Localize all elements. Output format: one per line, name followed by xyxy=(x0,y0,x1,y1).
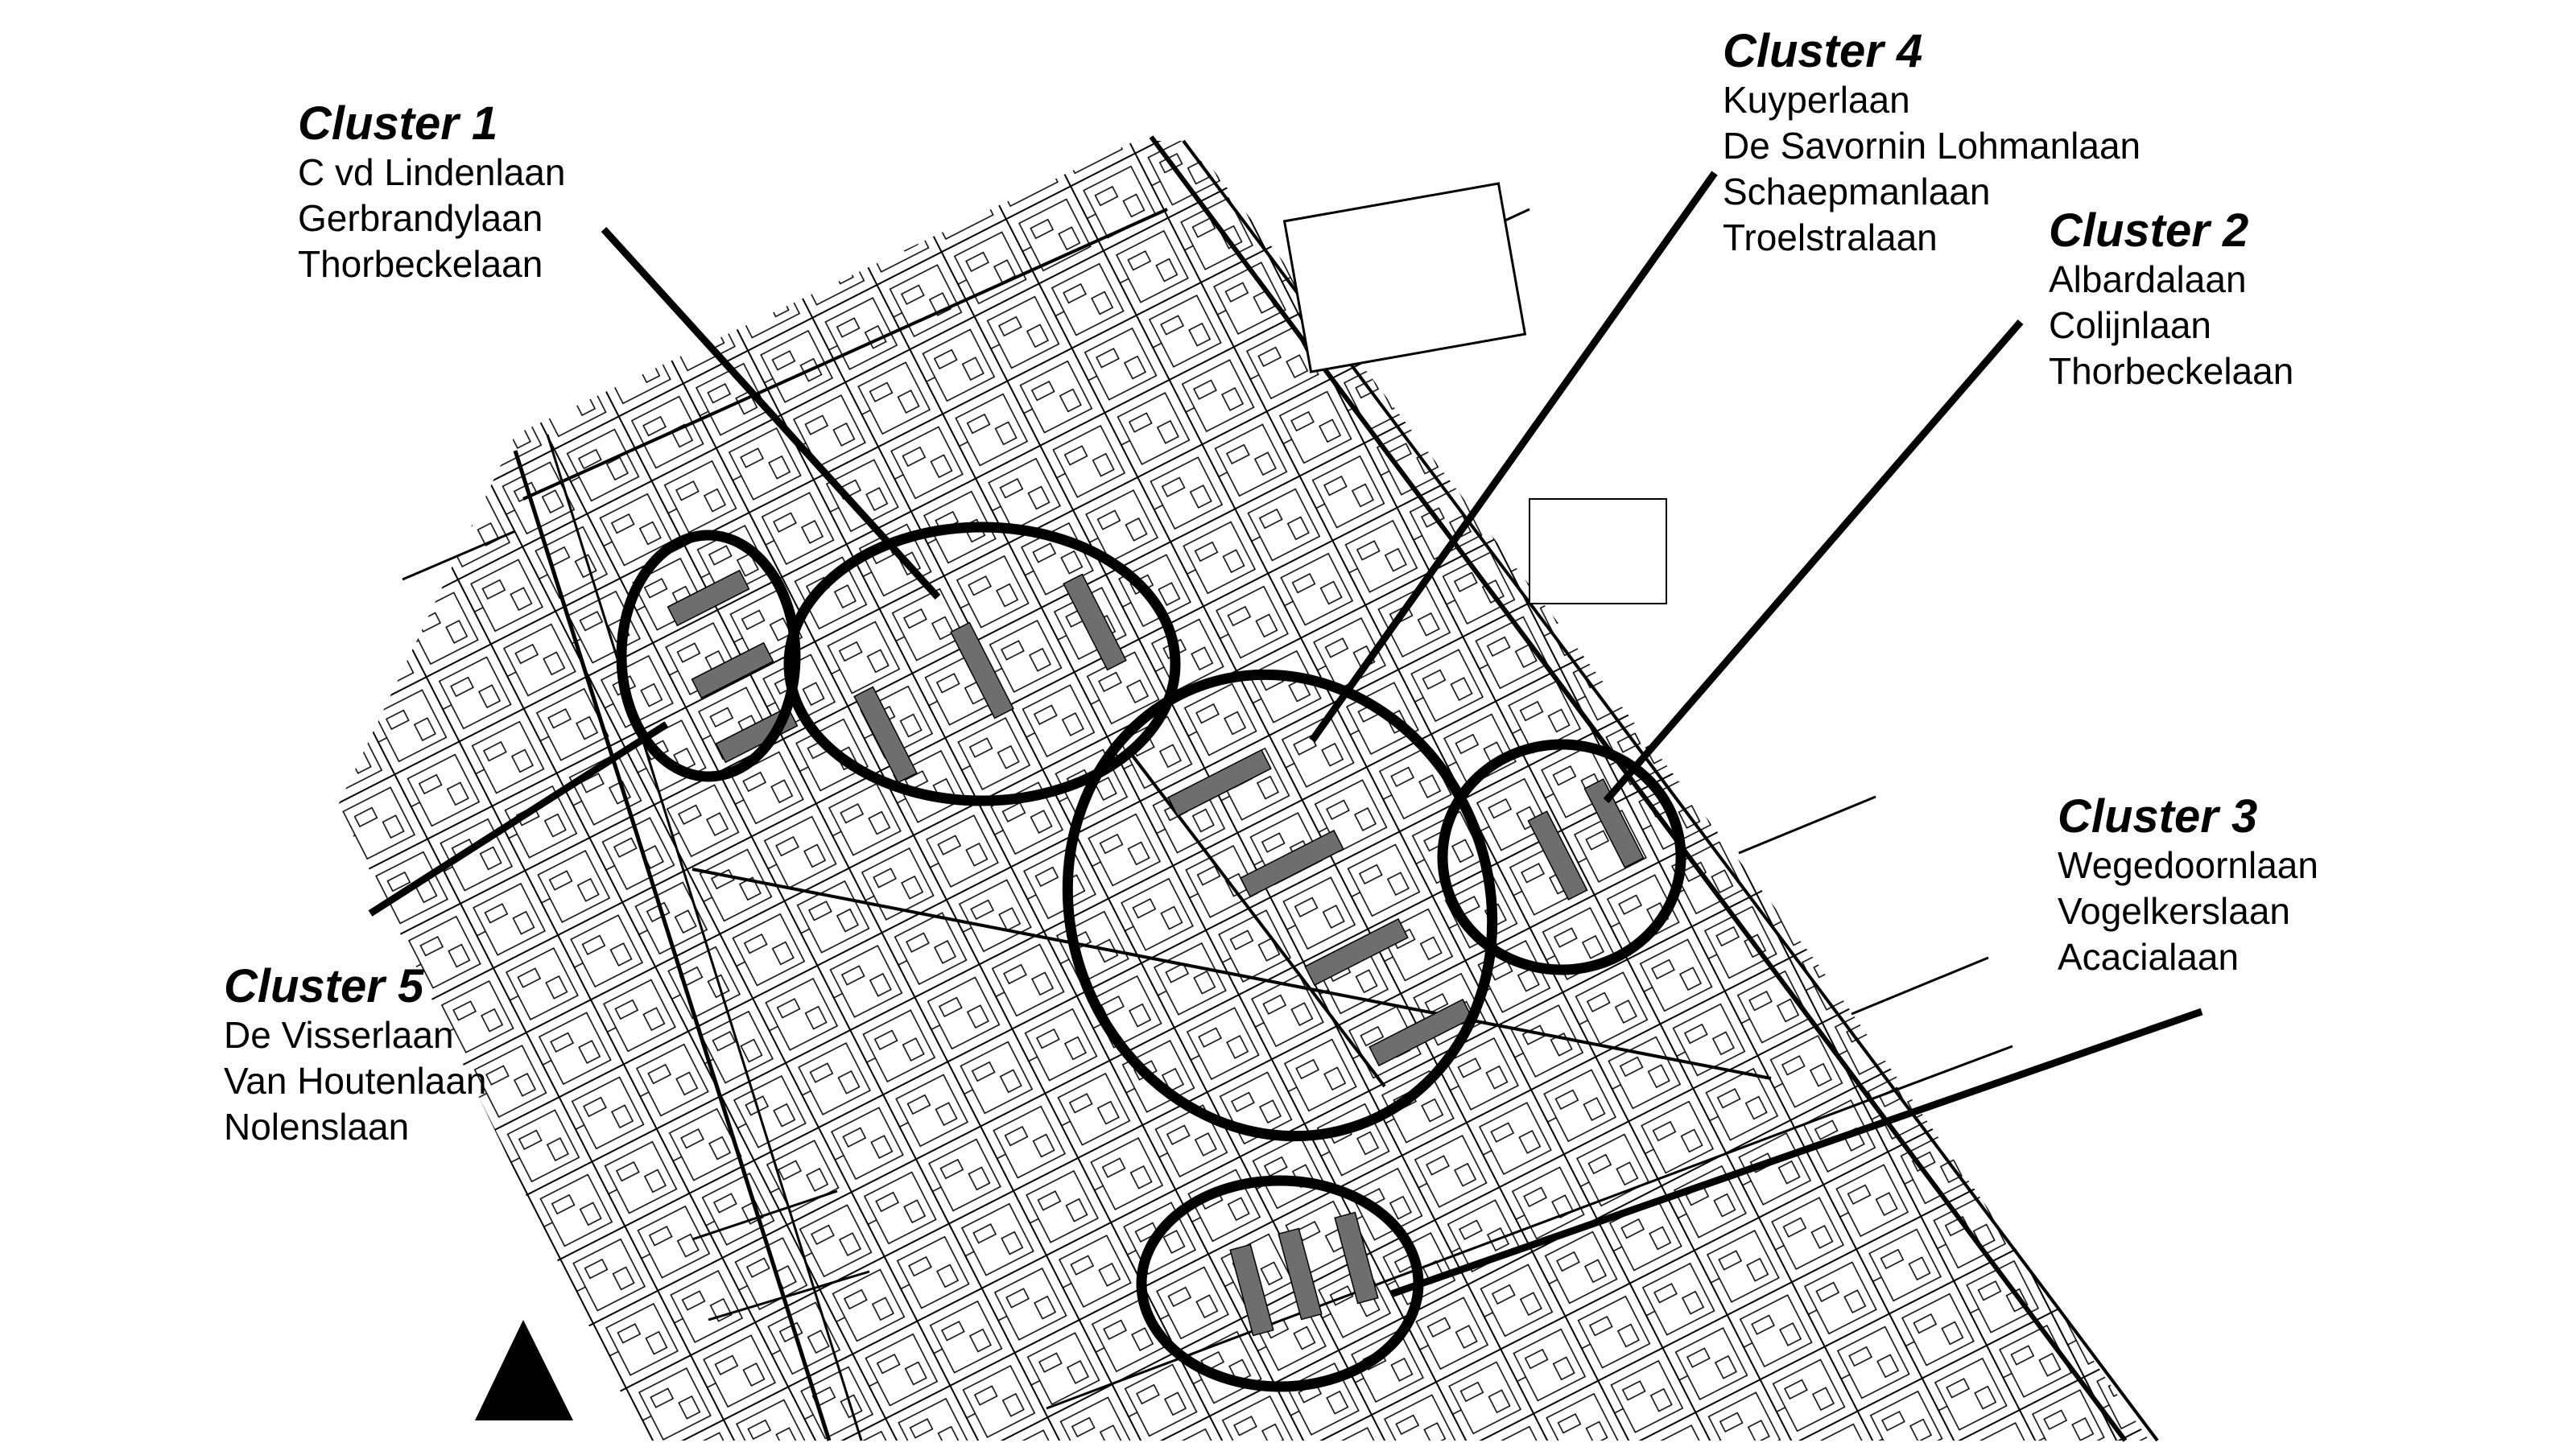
street-name: Van Houtenlaan xyxy=(224,1060,487,1102)
street-name: Thorbeckelaan xyxy=(298,243,543,285)
cluster-3-label: Cluster 3 Wegedoornlaan Vogelkerslaan Ac… xyxy=(2058,791,2318,980)
street-name: Nolenslaan xyxy=(224,1106,410,1148)
cluster-1-outline xyxy=(783,521,1181,806)
street-name: Albardalaan xyxy=(2049,258,2247,300)
cluster-4-leader xyxy=(1309,171,1718,743)
cluster-2-outline xyxy=(1437,739,1686,975)
street-name: De Visserlaan xyxy=(224,1014,454,1056)
cluster-5-label: Cluster 5 De Visserlaan Van Houtenlaan N… xyxy=(224,961,487,1150)
cluster-1-leader xyxy=(601,226,941,600)
street-name: Gerbrandylaan xyxy=(298,197,543,239)
cluster-1-label: Cluster 1 C vd Lindenlaan Gerbrandylaan … xyxy=(298,98,565,287)
cluster-1-title: Cluster 1 xyxy=(298,97,498,150)
north-arrow-icon xyxy=(475,1320,573,1420)
leader-lines xyxy=(368,171,2203,1298)
cluster-outlines xyxy=(616,521,1686,1392)
highlighted-buildings xyxy=(667,569,1645,1337)
cluster-5-outline xyxy=(616,530,801,782)
street-name: Vogelkerslaan xyxy=(2058,890,2290,932)
street-name: Schaepmanlaan xyxy=(1723,171,1991,212)
cluster-3-title: Cluster 3 xyxy=(2058,790,2258,843)
street-name: Wegedoornlaan xyxy=(2058,844,2318,886)
cluster-2-label: Cluster 2 Albardalaan Colijnlaan Thorbec… xyxy=(2049,205,2293,394)
cluster-5-title: Cluster 5 xyxy=(224,960,424,1012)
street-name: C vd Lindenlaan xyxy=(298,151,566,193)
street-name: Acacialaan xyxy=(2058,936,2240,978)
cluster-2-leader xyxy=(1603,319,2024,803)
street-name: Kuyperlaan xyxy=(1723,79,1910,121)
cluster-4-title: Cluster 4 xyxy=(1723,25,1923,77)
cluster-4-label: Cluster 4 Kuyperlaan De Savornin Lohmanl… xyxy=(1723,26,2140,261)
cluster-2-title: Cluster 2 xyxy=(2049,204,2249,257)
street-name: De Savornin Lohmanlaan xyxy=(1723,125,2141,167)
street-name: Troelstralaan xyxy=(1723,216,1938,258)
cluster-4-outline xyxy=(1062,669,1498,1142)
map-linework xyxy=(338,135,2159,1442)
street-name: Thorbeckelaan xyxy=(2049,350,2294,392)
cluster-5-leader xyxy=(368,721,669,917)
street-name: Colijnlaan xyxy=(2049,304,2212,346)
cluster-3-leader xyxy=(1389,1008,2203,1298)
